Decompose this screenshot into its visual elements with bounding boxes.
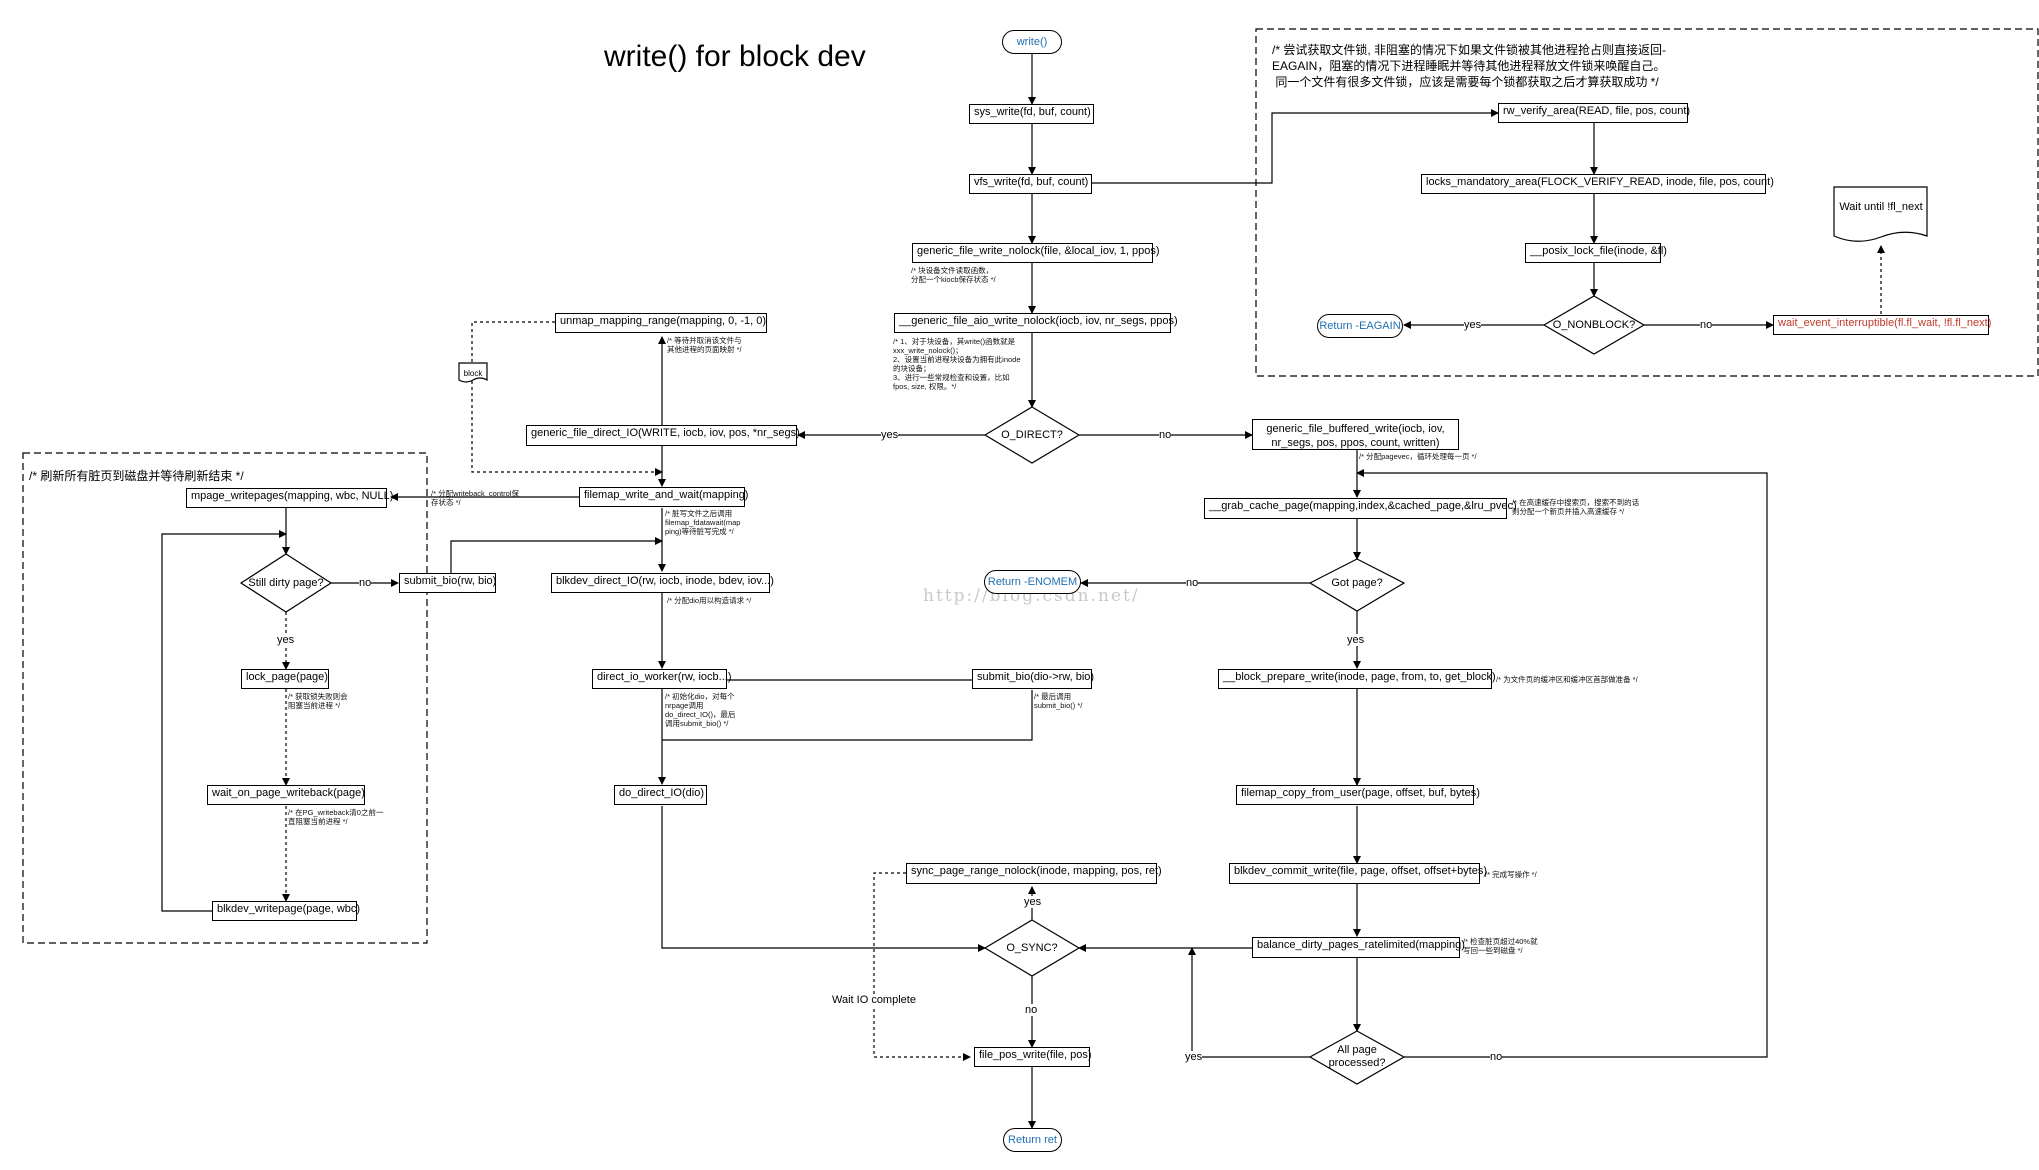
sync-page-range-nolock-box: sync_page_range_nolock(inode, mapping, p… bbox=[906, 863, 1162, 884]
filemap-write-and-wait-note: /* 脏写文件之后调用 filemap_fdatawait(map ping)等… bbox=[665, 509, 741, 536]
o-direct-no-label: no bbox=[1159, 429, 1172, 441]
submit-bio-rw-box: submit_bio(rw, bio) bbox=[399, 573, 496, 593]
lock-page-box: lock_page(page) bbox=[241, 669, 329, 689]
o-nonblock-diamond bbox=[1542, 295, 1646, 355]
diagram-title: write() for block dev bbox=[604, 40, 866, 73]
return-eagain-terminal: Return -EAGAIN bbox=[1317, 314, 1403, 338]
o-direct-diamond bbox=[983, 406, 1081, 464]
grab-cache-page-note: /* 在高速缓存中搜索页，搜索不到的话 则分配一个新页并插入高速缓存 */ bbox=[1512, 498, 1640, 516]
all-page-diamond bbox=[1308, 1030, 1406, 1085]
generic-file-write-nolock-note: /* 块设备文件读取函数， 分配一个kiocb保存状态 */ bbox=[911, 266, 996, 284]
direct-io-worker-box: direct_io_worker(rw, iocb...) bbox=[592, 669, 732, 689]
wait-io-complete-label: Wait IO complete bbox=[832, 994, 916, 1006]
o-direct-text: O_DIRECT? bbox=[1001, 429, 1063, 441]
generic-file-write-nolock-box: generic_file_write_nolock(file, &local_i… bbox=[912, 243, 1160, 263]
write-start-terminal: write() bbox=[1002, 30, 1062, 54]
blkdev-direct-io-note: /* 分配dio用以构造请求 */ bbox=[667, 596, 752, 605]
block-prepare-write-note: /* 为文件页的缓冲区和缓冲区首部做准备 */ bbox=[1496, 675, 1638, 684]
vfs-write-box: vfs_write(fd, buf, count) bbox=[969, 174, 1092, 194]
watermark: http://blog.csdn.net/ bbox=[923, 586, 1140, 606]
locks-mandatory-area-box: locks_mandatory_area(FLOCK_VERIFY_READ, … bbox=[1421, 174, 1774, 194]
blkdev-commit-write-note: /* 完成写操作 */ bbox=[1485, 870, 1537, 879]
all-page-no-label: no bbox=[1490, 1051, 1503, 1063]
flush-group-note: /* 刷新所有脏页到磁盘并等待刷新结束 */ bbox=[29, 469, 244, 483]
flush-group-border bbox=[22, 452, 428, 944]
generic-file-buffered-write-box: generic_file_buffered_write(iocb, iov, n… bbox=[1252, 419, 1459, 450]
mpage-writepages-box: mpage_writepages(mapping, wbc, NULL) bbox=[186, 488, 393, 508]
blkdev-writepage-box: blkdev_writepage(page, wbc) bbox=[212, 901, 360, 921]
wait-event-interruptible-box: wait_event_interruptible(fl.fl_wait, !fl… bbox=[1773, 315, 1991, 335]
unmap-mapping-range-note: /* 等待并取消该文件与 其他进程的页面映射 */ bbox=[667, 336, 742, 354]
submit-bio-dio-box: submit_bio(dio->rw, bio) bbox=[972, 669, 1094, 689]
posix-lock-file-box: __posix_lock_file(inode, &fl) bbox=[1525, 243, 1667, 263]
filemap-write-and-wait-box: filemap_write_and_wait(mapping) bbox=[579, 487, 748, 507]
block-doc-shape bbox=[458, 362, 488, 383]
got-page-yes-label: yes bbox=[1347, 634, 1365, 646]
direct-io-worker-note: /* 初始化dio，对每个 nrpage调用 do_direct_IO()，最后… bbox=[665, 692, 736, 728]
o-sync-text: O_SYNC? bbox=[1006, 942, 1058, 954]
all-page-yes-label: yes bbox=[1185, 1051, 1203, 1063]
got-page-diamond bbox=[1308, 558, 1406, 612]
wait-on-page-writeback-note: /* 在PG_writeback清0之前一 直阻塞当前进程 */ bbox=[288, 808, 384, 826]
lock-group-note: /* 尝试获取文件锁, 非阻塞的情况下如果文件锁被其他进程抢占则直接返回- EA… bbox=[1272, 43, 1667, 89]
balance-dirty-pages-note: /* 检查脏页超过40%就 写回一些到磁盘 */ bbox=[1463, 937, 1538, 955]
o-sync-yes-label: yes bbox=[1024, 896, 1042, 908]
submit-bio-dio-note: /* 最后调用 submit_bio() */ bbox=[1034, 692, 1083, 710]
still-dirty-text: Still dirty page? bbox=[248, 577, 324, 589]
wait-on-page-writeback-box: wait_on_page_writeback(page) bbox=[207, 785, 365, 805]
wait-until-doc-text: Wait until !fl_next bbox=[1839, 201, 1923, 213]
file-pos-write-box: file_pos_write(file, pos) bbox=[974, 1047, 1092, 1067]
grab-cache-page-box: __grab_cache_page(mapping,index,&cached_… bbox=[1204, 498, 1517, 519]
o-nonblock-no-label: no bbox=[1700, 319, 1713, 331]
generic-file-buffered-write-note: /* 分配pagevec，循环处理每一页 */ bbox=[1359, 452, 1477, 461]
wait-until-doc-shape bbox=[1833, 186, 1928, 242]
got-page-text: Got page? bbox=[1331, 577, 1383, 589]
balance-dirty-pages-box: balance_dirty_pages_ratelimited(mapping) bbox=[1252, 937, 1465, 958]
block-prepare-write-box: __block_prepare_write(inode, page, from,… bbox=[1218, 669, 1496, 689]
unmap-mapping-range-box: unmap_mapping_range(mapping, 0, -1, 0) bbox=[555, 313, 767, 333]
o-direct-yes-label: yes bbox=[881, 429, 899, 441]
return-ret-terminal: Return ret bbox=[1003, 1128, 1062, 1152]
blkdev-direct-io-box: blkdev_direct_IO(rw, iocb, inode, bdev, … bbox=[551, 573, 774, 593]
o-sync-diamond bbox=[983, 919, 1081, 977]
lock-page-note: /* 获取锁失败则会 阻塞当前进程 */ bbox=[288, 692, 348, 710]
generic-file-aio-write-nolock-note: /* 1、对于块设备，其write()函数就是 xxx_write_nolock… bbox=[893, 337, 1021, 391]
all-page-text: All page processed? bbox=[1328, 1044, 1386, 1069]
filemap-copy-from-user-box: filemap_copy_from_user(page, offset, buf… bbox=[1236, 785, 1480, 805]
o-sync-no-label: no bbox=[1025, 1004, 1038, 1016]
still-dirty-diamond bbox=[239, 553, 333, 613]
sys-write-box: sys_write(fd, buf, count) bbox=[969, 104, 1094, 124]
return-enomem-terminal: Return -ENOMEM bbox=[984, 570, 1081, 594]
blkdev-commit-write-box: blkdev_commit_write(file, page, offset, … bbox=[1229, 863, 1487, 884]
got-page-no-label: no bbox=[1186, 577, 1199, 589]
o-nonblock-text: O_NONBLOCK? bbox=[1552, 319, 1636, 331]
rw-verify-area-box: rw_verify_area(READ, file, pos, count) bbox=[1498, 103, 1690, 123]
generic-file-aio-write-nolock-box: __generic_file_aio_write_nolock(iocb, io… bbox=[894, 313, 1178, 333]
do-direct-io-box: do_direct_IO(dio) bbox=[614, 785, 707, 805]
still-dirty-no-label: no bbox=[359, 577, 372, 589]
block-doc-text: block bbox=[463, 369, 483, 378]
generic-file-direct-io-box: generic_file_direct_IO(WRITE, iocb, iov,… bbox=[526, 425, 800, 446]
lock-group-border bbox=[1255, 28, 2039, 377]
o-nonblock-yes-label: yes bbox=[1464, 319, 1482, 331]
still-dirty-yes-label: yes bbox=[277, 634, 295, 646]
mpage-writepages-note: /* 分配writeback_control保 存状态 */ bbox=[431, 489, 519, 507]
